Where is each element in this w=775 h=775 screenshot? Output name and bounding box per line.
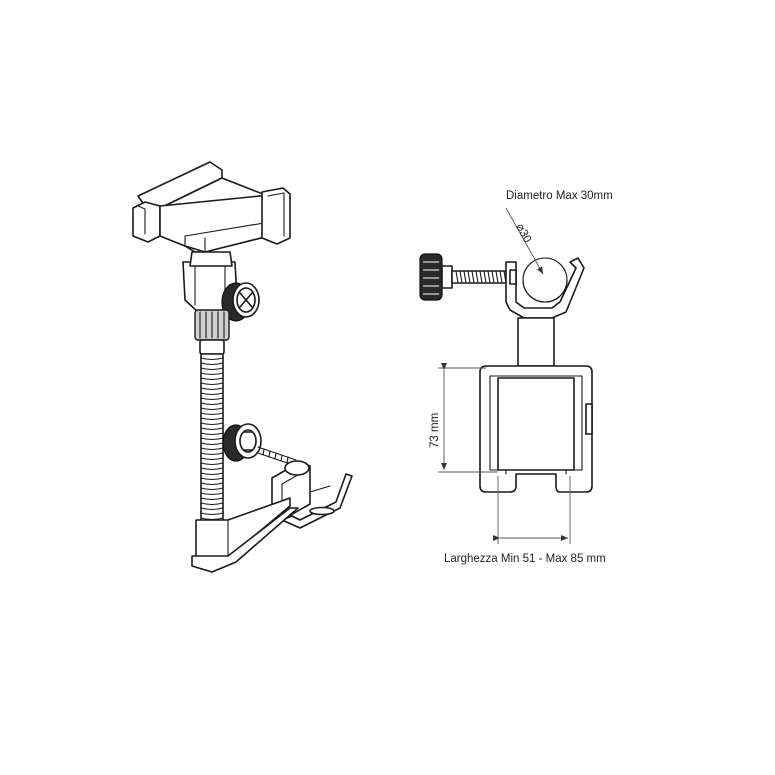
gooseneck-coil — [200, 402, 224, 406]
gooseneck-coil — [200, 392, 224, 396]
thread-line — [475, 270, 479, 284]
neck — [517, 317, 555, 367]
gooseneck-coil — [200, 477, 224, 481]
height-dimension: 73 mm — [429, 363, 498, 473]
thread-line — [467, 270, 471, 284]
width-label: Larghezza Min 51 - Max 85 mm — [444, 553, 606, 565]
gooseneck-coil — [200, 417, 224, 421]
side-knob — [419, 253, 511, 301]
gooseneck-coil — [200, 487, 224, 491]
gooseneck-coil — [200, 397, 224, 401]
gooseneck-coil — [200, 497, 224, 501]
diameter-label: Diametro Max 30mm — [506, 190, 613, 202]
thread-line — [491, 270, 495, 284]
gooseneck-coil — [200, 472, 224, 476]
gooseneck-coil — [200, 357, 224, 361]
phone-clamp-head — [132, 161, 291, 253]
gooseneck-coil — [200, 432, 224, 436]
thread-line — [483, 270, 487, 284]
gooseneck-coil — [200, 462, 224, 466]
thread-line — [455, 270, 459, 284]
lower-lock-knob — [222, 423, 297, 467]
gooseneck-coil — [200, 367, 224, 371]
gooseneck-coil — [200, 377, 224, 381]
gooseneck-coil — [200, 412, 224, 416]
orthographic-view: ⌀30 Diametro Max 30mm 73 mm Larghezza Mi… — [419, 190, 613, 565]
thread-line — [471, 270, 475, 284]
base-plate — [191, 497, 299, 573]
diameter-dimension: ⌀30 Diametro Max 30mm — [505, 190, 613, 275]
gooseneck-coil — [200, 372, 224, 376]
knurled-collar — [194, 309, 230, 355]
gooseneck-coil — [200, 457, 224, 461]
diameter-symbol: ⌀30 — [513, 222, 533, 245]
height-label: 73 mm — [429, 413, 441, 448]
gooseneck-coil — [200, 467, 224, 471]
gooseneck-coil — [200, 452, 224, 456]
gooseneck-coil — [200, 507, 224, 511]
gooseneck-arm — [200, 353, 224, 525]
gooseneck-coil — [200, 407, 224, 411]
gooseneck-coil — [200, 362, 224, 366]
gooseneck-coil — [200, 387, 224, 391]
gooseneck-coil — [200, 482, 224, 486]
gooseneck-coil — [200, 492, 224, 496]
thread-line — [463, 270, 467, 284]
thread-line — [495, 270, 499, 284]
gooseneck-coil — [200, 382, 224, 386]
gooseneck-coil — [200, 447, 224, 451]
thread-line — [487, 270, 491, 284]
gooseneck-coil — [200, 512, 224, 516]
width-dimension: Larghezza Min 51 - Max 85 mm — [444, 476, 606, 565]
thread-line — [479, 270, 483, 284]
thread-line — [499, 270, 503, 284]
gooseneck-coil — [200, 422, 224, 426]
gooseneck-coil — [200, 442, 224, 446]
phone-holder-frame — [479, 365, 593, 493]
gooseneck-coil — [200, 502, 224, 506]
isometric-view — [132, 161, 353, 573]
tube-clamp-profile — [505, 257, 585, 319]
gooseneck-coil — [200, 437, 224, 441]
thread-line — [459, 270, 463, 284]
gooseneck-coil — [200, 427, 224, 431]
